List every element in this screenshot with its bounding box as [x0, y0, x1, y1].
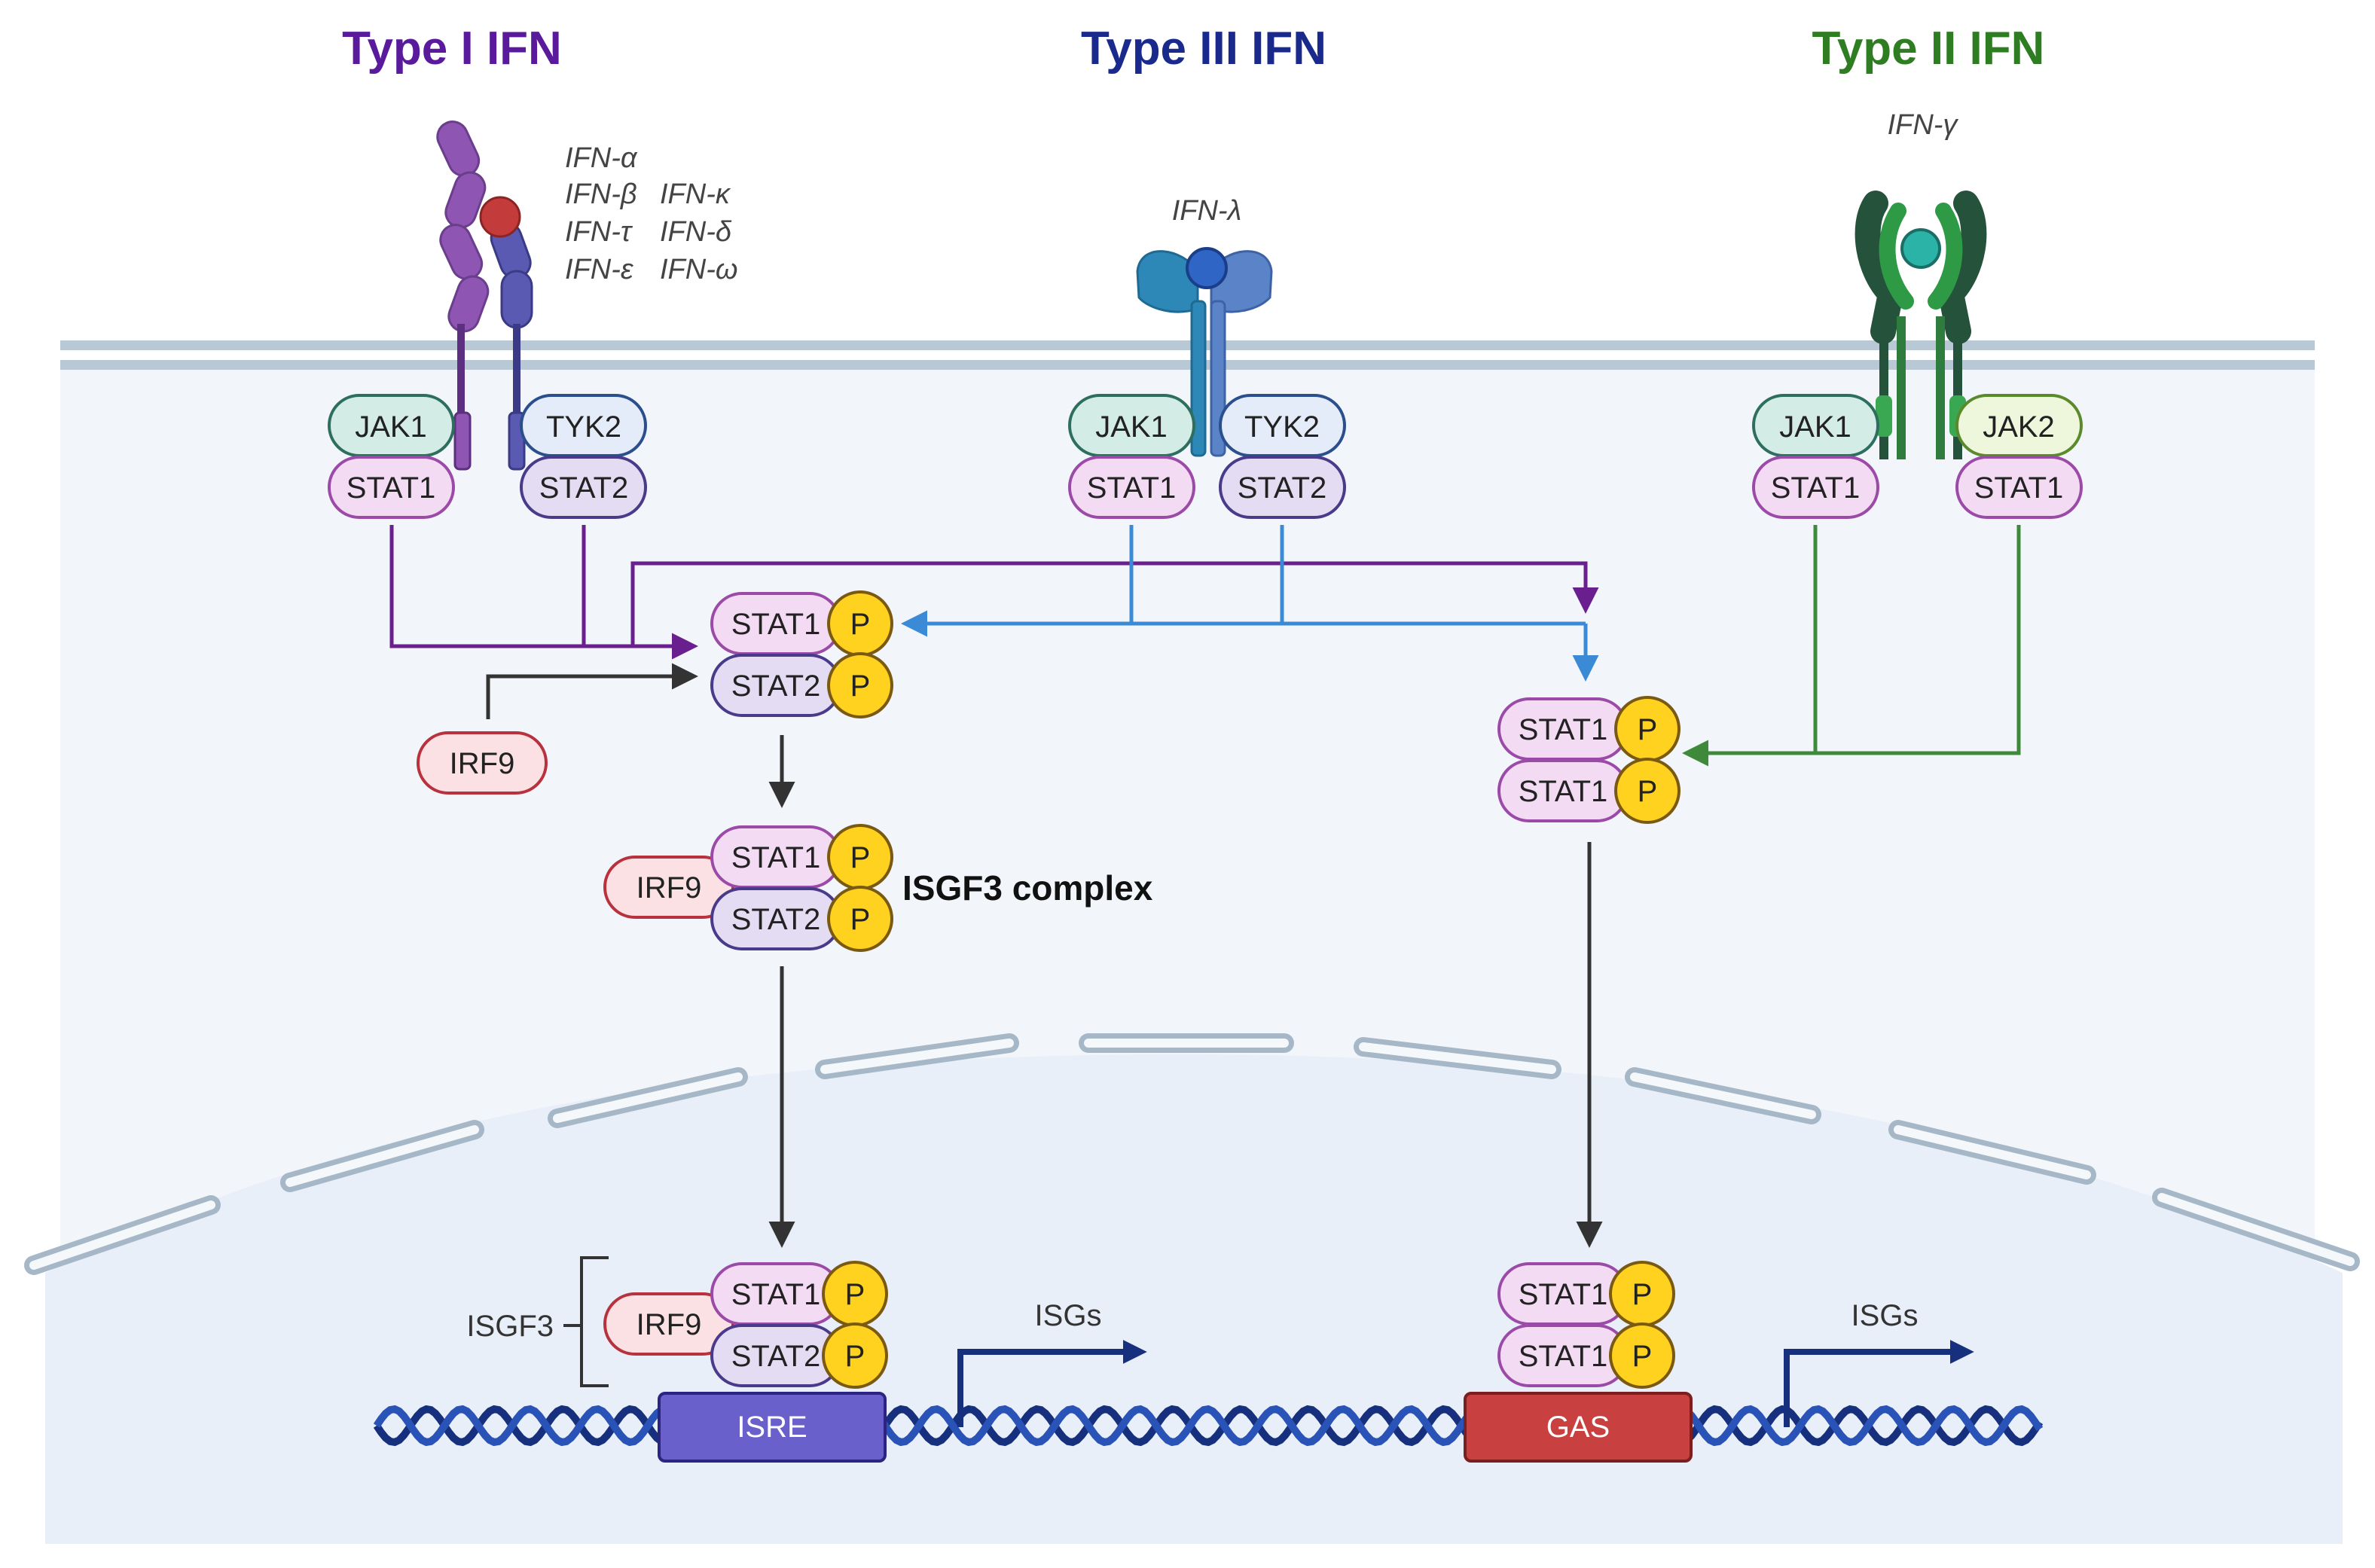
svg-text:STAT2: STAT2: [731, 1340, 821, 1373]
type2-stat1a: STAT1: [1752, 456, 1879, 519]
svg-text:P: P: [1638, 775, 1658, 808]
svg-text:JAK1: JAK1: [1779, 410, 1851, 444]
svg-text:JAK1: JAK1: [355, 410, 427, 444]
ligand-ifn-alpha: IFN-α: [565, 142, 638, 174]
svg-text:STAT1: STAT1: [731, 608, 821, 641]
type1-stat1-path: [389, 525, 698, 660]
ligand-ifn-omega: IFN-ω: [660, 254, 737, 285]
svg-text:STAT1: STAT1: [731, 841, 821, 874]
type3-jak1: JAK1: [1068, 394, 1195, 457]
ligand-ifn-lambda: IFN-λ: [1172, 195, 1242, 227]
svg-text:IRF9: IRF9: [636, 871, 702, 904]
svg-text:IRF9: IRF9: [636, 1308, 702, 1341]
type3-tyk2: TYK2: [1219, 394, 1346, 457]
ligand-ifn-gamma: IFN-γ: [1888, 109, 1959, 141]
svg-text:P: P: [1632, 1340, 1653, 1373]
svg-text:P: P: [850, 608, 871, 641]
svg-text:STAT1: STAT1: [1771, 471, 1861, 505]
title-type1: Type I IFN: [342, 23, 562, 75]
svg-text:STAT1: STAT1: [1519, 1278, 1608, 1311]
svg-text:JAK2: JAK2: [1983, 410, 2055, 444]
transcription-arrow-isre: [957, 1340, 1147, 1427]
svg-text:P: P: [850, 670, 871, 703]
type1-stat1: STAT1: [328, 456, 455, 519]
type2-ligand-icon: [1900, 228, 1941, 269]
phospho-stat1-homodimer: STAT1 STAT1 P P: [1497, 696, 1681, 824]
svg-text:STAT1: STAT1: [1974, 471, 2064, 505]
irf9: IRF9: [417, 731, 548, 795]
type2-jak1: JAK1: [1752, 394, 1879, 457]
isre-element: ISRE: [658, 1392, 887, 1463]
title-type2: Type II IFN: [1812, 23, 2045, 75]
svg-text:IRF9: IRF9: [450, 747, 515, 780]
irf9-path: [486, 663, 698, 719]
svg-text:P: P: [850, 841, 871, 874]
ligand-ifn-kappa: IFN-κ: [660, 178, 731, 210]
ligand-ifn-delta: IFN-δ: [660, 216, 732, 248]
isgf3-complex-nucleus: IRF9 STAT1 STAT2 P P: [603, 1261, 888, 1389]
isgf3-bracket-label: ISGF3: [466, 1310, 554, 1343]
type1-stat2: STAT2: [520, 456, 647, 519]
isgf3-complex-cytoplasm: IRF9 STAT1 STAT2 P P: [603, 824, 893, 952]
type2-stat1b-path: [1682, 525, 2021, 767]
type1-ligand-icon: [479, 196, 521, 238]
type2-stat1b: STAT1: [1955, 456, 2083, 519]
svg-text:ISRE: ISRE: [737, 1411, 807, 1444]
ligand-ifn-beta: IFN-β: [565, 178, 637, 210]
type1-gas-path: [630, 561, 1599, 646]
svg-text:JAK1: JAK1: [1095, 410, 1168, 444]
ligand-ifn-tau: IFN-τ: [565, 216, 633, 248]
svg-text:P: P: [1638, 713, 1658, 746]
isgf3-bracket: [563, 1256, 609, 1387]
type2-jak2: JAK2: [1955, 394, 2083, 457]
svg-text:STAT1: STAT1: [1519, 1340, 1608, 1373]
isgs-label-gas: ISGs: [1851, 1299, 1919, 1332]
phospho-stat1-stat2-dimer: STAT1 STAT2 P P: [710, 590, 893, 718]
type3-ligand-icon: [1186, 247, 1228, 289]
type3-stat1: STAT1: [1068, 456, 1195, 519]
svg-text:GAS: GAS: [1546, 1411, 1610, 1444]
gas-element: GAS: [1464, 1392, 1693, 1463]
plasma-membrane: [60, 340, 2315, 370]
ligand-ifn-epsilon: IFN-ε: [565, 254, 634, 285]
svg-text:STAT1: STAT1: [1519, 775, 1608, 808]
title-type3: Type III IFN: [1081, 23, 1326, 75]
transcription-arrow-gas: [1784, 1340, 1974, 1427]
svg-text:P: P: [1632, 1278, 1653, 1311]
svg-text:STAT2: STAT2: [731, 670, 821, 703]
svg-text:STAT2: STAT2: [539, 471, 629, 505]
svg-text:STAT1: STAT1: [1087, 471, 1177, 505]
type1-jak1: JAK1: [328, 394, 455, 457]
svg-text:STAT2: STAT2: [731, 903, 821, 936]
svg-text:TYK2: TYK2: [1244, 410, 1320, 444]
type1-tyk2: TYK2: [520, 394, 647, 457]
svg-text:STAT1: STAT1: [731, 1278, 821, 1311]
isgf3-complex-label: ISGF3 complex: [902, 868, 1153, 908]
svg-text:P: P: [845, 1340, 865, 1373]
svg-text:STAT1: STAT1: [346, 471, 436, 505]
svg-text:P: P: [845, 1278, 865, 1311]
type3-stat2: STAT2: [1219, 456, 1346, 519]
isgs-label-isre: ISGs: [1035, 1299, 1102, 1332]
type1-receptor: [436, 120, 533, 471]
dna-helix: [373, 1405, 2044, 1447]
svg-text:STAT1: STAT1: [1519, 713, 1608, 746]
svg-text:TYK2: TYK2: [546, 410, 621, 444]
type2-receptor: [1855, 191, 1987, 459]
svg-text:P: P: [850, 903, 871, 936]
svg-text:STAT2: STAT2: [1238, 471, 1327, 505]
stat1-homodimer-nucleus: STAT1 STAT1 P P: [1497, 1261, 1675, 1389]
